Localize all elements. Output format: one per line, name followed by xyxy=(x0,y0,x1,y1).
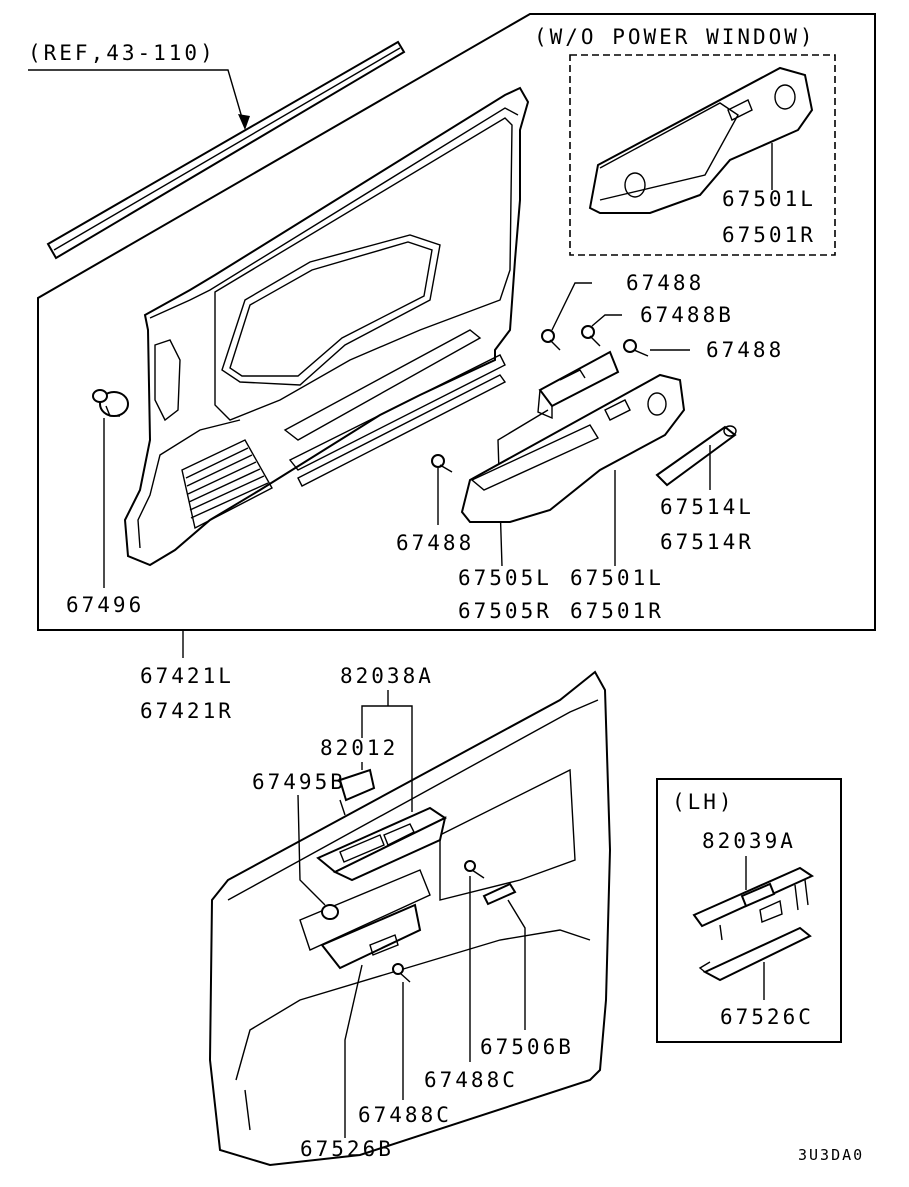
label-67501l: 67501L xyxy=(570,566,664,590)
leader-67488b xyxy=(591,314,622,327)
label-67495b: 67495B xyxy=(252,770,346,794)
pull-handle-67514 xyxy=(655,425,737,487)
label-lh: (LH) xyxy=(672,790,735,814)
label-67505r: 67505R xyxy=(458,599,552,623)
door-trim-panel-upper xyxy=(123,86,530,567)
label-67501r: 67501R xyxy=(570,599,664,623)
label-67501l-top: 67501L xyxy=(722,187,816,211)
switch-82012 xyxy=(338,768,376,816)
label-67488c-a: 67488C xyxy=(424,1068,518,1092)
cup-67506b xyxy=(482,882,517,906)
label-67488c-b: 67488C xyxy=(358,1103,452,1127)
label-67506b: 67506B xyxy=(480,1035,574,1059)
screw-67488c-b xyxy=(392,963,411,983)
label-wo-power-window: (W/O POWER WINDOW) xyxy=(534,25,816,49)
clip-67496 xyxy=(92,389,129,417)
clip-67495b xyxy=(321,904,339,920)
bracket-67505 xyxy=(537,350,620,420)
lh-box xyxy=(656,778,842,1043)
screw-67488b xyxy=(581,325,601,347)
label-67514r: 67514R xyxy=(660,530,754,554)
switch-panel-82039a xyxy=(692,866,815,941)
label-67488-a: 67488 xyxy=(626,271,704,295)
label-67526c: 67526C xyxy=(720,1005,814,1029)
label-67505l: 67505L xyxy=(458,566,552,590)
armrest-67501-inset xyxy=(588,66,814,214)
ref-leader xyxy=(28,69,250,130)
label-67488-b: 67488 xyxy=(706,338,784,362)
label-67514l: 67514L xyxy=(660,495,754,519)
label-67501r-top: 67501R xyxy=(722,223,816,247)
leader-67488-a xyxy=(551,282,592,331)
label-67488-c: 67488 xyxy=(396,531,474,555)
label-ref: (REF,43-110) xyxy=(28,41,216,65)
screw-67488-a xyxy=(541,329,561,351)
leader-67505 xyxy=(497,409,549,567)
armrest-67501 xyxy=(460,373,686,523)
leader-67526b xyxy=(344,964,363,1138)
belt-molding xyxy=(46,40,406,260)
screw-67488-c xyxy=(431,454,453,473)
label-82038a: 82038A xyxy=(340,664,434,688)
label-82012: 82012 xyxy=(320,736,398,760)
label-67421r: 67421R xyxy=(140,699,234,723)
wo-power-window-box xyxy=(569,54,836,256)
switch-bezel-67526b xyxy=(320,903,422,970)
label-67526b: 67526B xyxy=(300,1137,394,1161)
leader-67495b xyxy=(297,794,326,906)
screw-67488c-a xyxy=(464,860,485,879)
label-67496: 67496 xyxy=(66,593,144,617)
bracket-82038a xyxy=(361,705,413,812)
leader-67506b xyxy=(507,899,526,1030)
label-82039a: 82039A xyxy=(702,829,796,853)
screw-67488-b xyxy=(623,339,649,357)
label-67488b: 67488B xyxy=(640,303,734,327)
label-code: 3U3DA0 xyxy=(798,1146,864,1164)
bezel-67526c xyxy=(698,926,812,982)
label-67421l: 67421L xyxy=(140,664,234,688)
main-frame xyxy=(37,13,876,631)
switch-panel-82038a xyxy=(316,806,448,882)
